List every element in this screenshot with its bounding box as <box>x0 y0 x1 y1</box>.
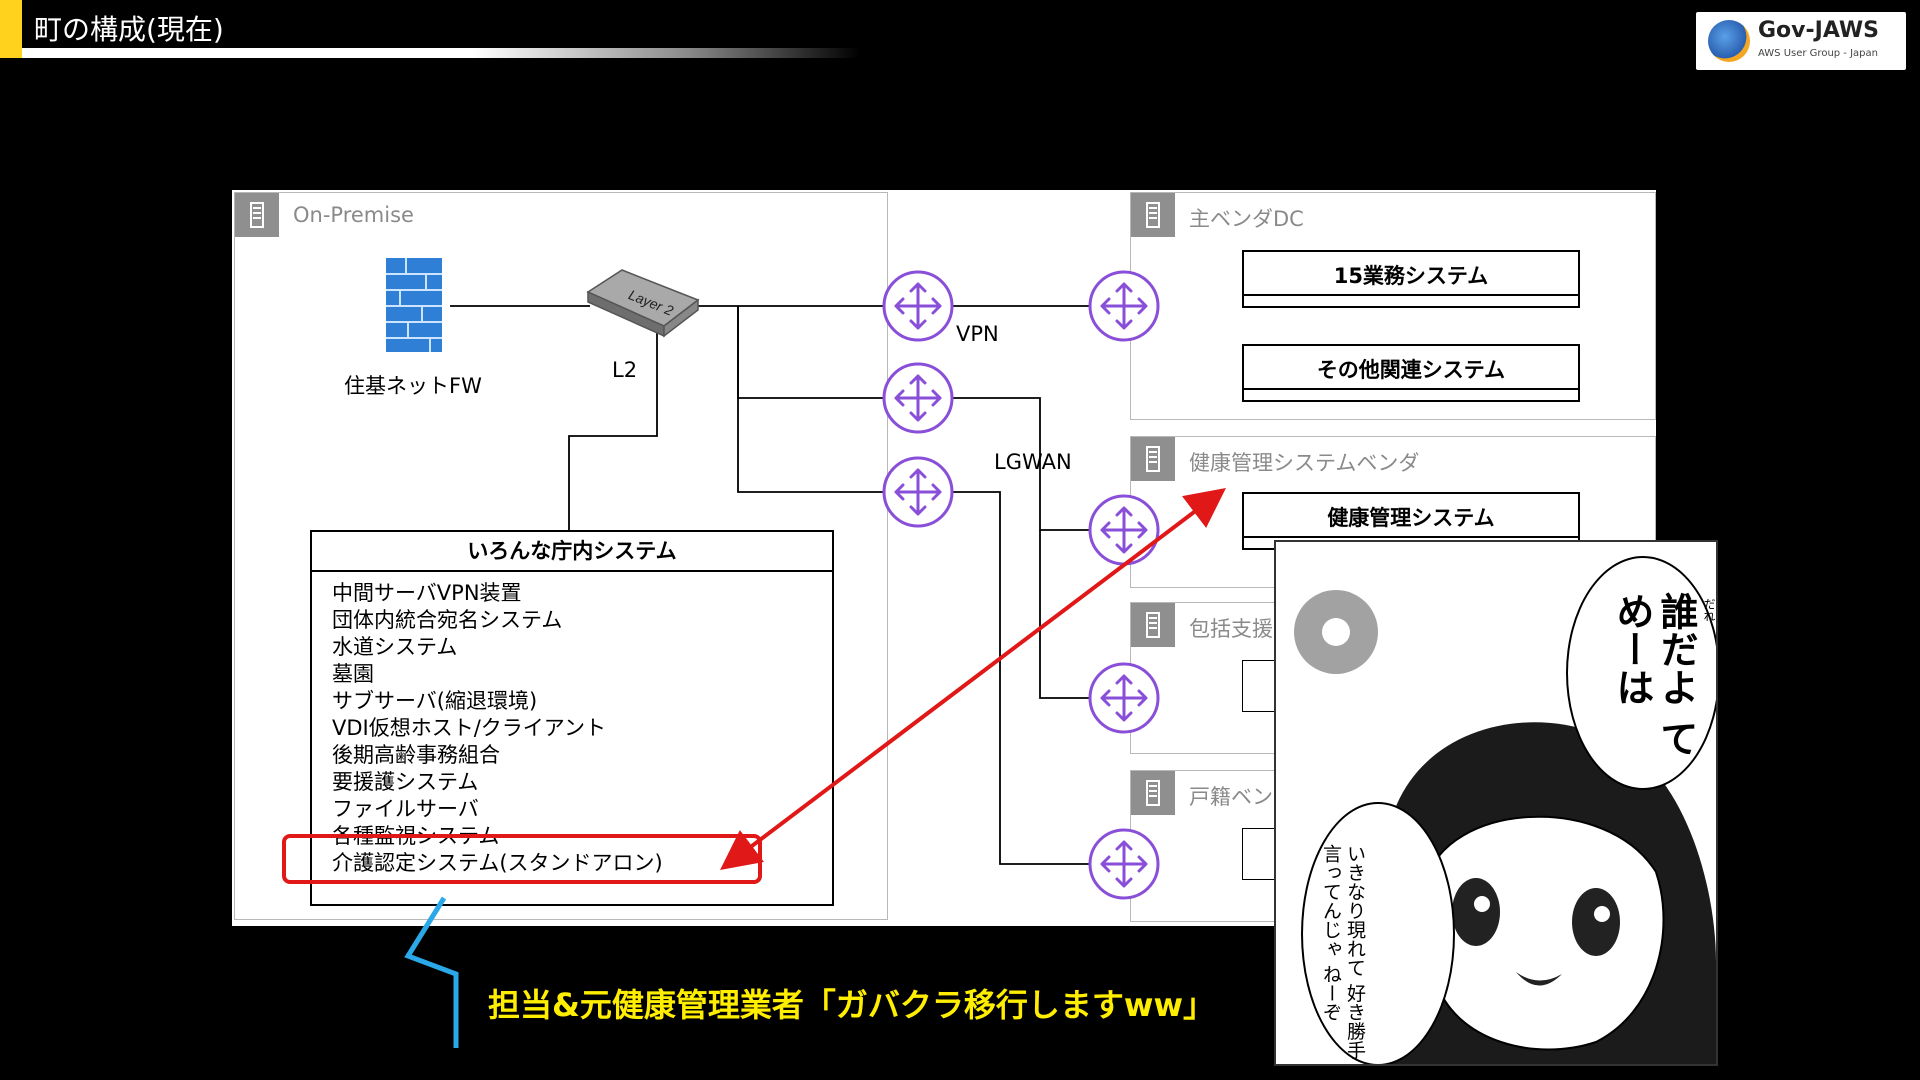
internal-system-item: 介護認定システム(スタンドアロン) <box>332 851 663 875</box>
gov-jaws-logo: Gov-JAWS AWS User Group - Japan <box>1696 12 1906 70</box>
firewall-icon <box>386 258 442 352</box>
internal-system-item: 要援護システム <box>332 770 479 794</box>
fw-label: 住基ネットFW <box>344 374 482 398</box>
highlight-box <box>282 834 762 884</box>
blue-bracket-graphic <box>404 896 459 1048</box>
system-box-other: その他関連システム <box>1242 344 1580 402</box>
router-icon <box>1088 662 1160 734</box>
internal-system-item: 後期高齢事務組合 <box>332 743 500 767</box>
internal-system-item: 墓園 <box>332 662 374 686</box>
vpn-label: VPN <box>956 322 999 346</box>
server-icon <box>235 193 279 237</box>
title-accent <box>0 0 22 58</box>
speech-bubble-main-text: 誰だよ てめーは <box>1610 592 1698 758</box>
lgwan-label: LGWAN <box>994 450 1072 474</box>
internal-system-item: ファイルサーバ <box>332 797 479 821</box>
group-label-main-vendor: 主ベンダDC <box>1189 207 1304 231</box>
speech-bubble-sub: いきなり現れて 好き勝手言ってんじゃ ねーぞ <box>1301 802 1455 1064</box>
system-label: その他関連システム <box>1316 358 1506 382</box>
router-icon <box>1088 494 1160 566</box>
layer2-switch-icon: Layer 2 <box>586 269 700 338</box>
furigana: だれ <box>1702 598 1716 622</box>
caption-text: 担当&元健康管理業者「ガバクラ移行しますww」 <box>488 986 1216 1024</box>
internal-system-item: 水道システム <box>332 635 458 659</box>
internal-system-item: 中間サーバVPN装置 <box>332 581 522 605</box>
server-icon <box>1131 193 1175 237</box>
router-icon <box>882 270 954 342</box>
router-icon <box>882 362 954 434</box>
group-label-health-vendor: 健康管理システムベンダ <box>1189 451 1420 475</box>
system-label: 15業務システム <box>1333 264 1489 288</box>
link-switch-router2 <box>737 306 888 399</box>
internal-system-item: 団体内統合宛名システム <box>332 608 563 632</box>
internal-system-item: VDI仮想ホスト/クライアント <box>332 716 606 740</box>
internal-systems-title: いろんな庁内システム <box>312 532 832 572</box>
system-box-15-gyomu: 15業務システム <box>1242 250 1580 308</box>
logo-subtitle: AWS User Group - Japan <box>1758 48 1878 59</box>
page-title: 町の構成(現在) <box>34 13 224 46</box>
speech-bubble-sub-text: いきなり現れて 好き勝手言ってんじゃ ねーぞ <box>1320 844 1366 1060</box>
link-lgwan-health <box>948 397 1094 531</box>
manga-panel: 誰だよ てめーは だれ いきなり現れて 好き勝手言ってんじゃ ねーぞ <box>1274 540 1718 1066</box>
speech-bubble-main: 誰だよ てめーは だれ <box>1566 556 1716 790</box>
red-double-arrow <box>720 487 1226 871</box>
group-label-on-premise: On-Premise <box>293 203 414 227</box>
logo-name: Gov-JAWS <box>1758 18 1879 43</box>
internal-system-item: サブサーバ(縮退環境) <box>332 689 538 713</box>
internal-systems-list: 中間サーバVPN装置団体内統合宛名システム水道システム墓園サブサーバ(縮退環境)… <box>332 580 663 877</box>
server-icon <box>1131 437 1175 481</box>
link-lgwan-support <box>1039 530 1094 699</box>
diagram-graphics: Layer 2 <box>282 258 1226 900</box>
l2-label: L2 <box>612 358 638 382</box>
system-label: 健康管理システム <box>1327 506 1495 530</box>
link-switch-router3 <box>737 306 888 493</box>
logo-mark-icon <box>1708 20 1750 62</box>
title-bar-inner <box>22 0 860 48</box>
link-switch-internal <box>568 308 658 530</box>
router-icon <box>1088 270 1160 342</box>
link-lgwan-registry <box>948 491 1094 865</box>
router-icon <box>1088 828 1160 900</box>
router-icon <box>882 456 954 528</box>
